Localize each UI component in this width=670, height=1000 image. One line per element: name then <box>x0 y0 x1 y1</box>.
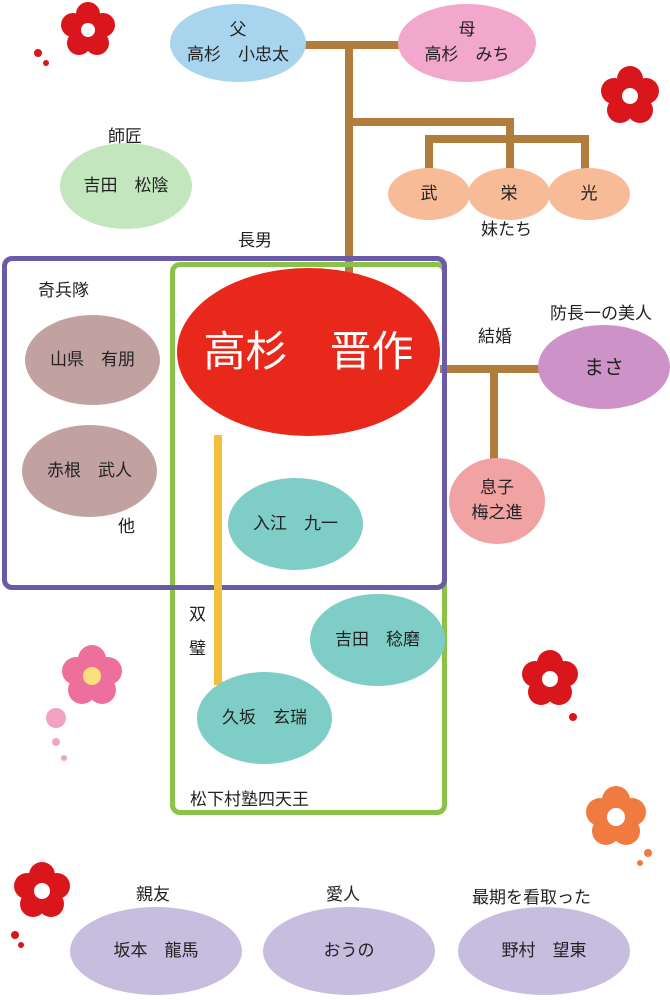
kiheitai-member-node: 赤根 武人 <box>22 425 157 517</box>
kiheitai-member-node: 山県 有朋 <box>25 315 160 405</box>
souheki-caption: 璧 <box>189 639 206 659</box>
sister-node: 栄 <box>468 168 550 220</box>
plum-blossom-icon <box>61 2 115 55</box>
plum-blossom-icon <box>46 645 122 761</box>
lineage-vertical-line <box>345 41 353 275</box>
shitennou-caption: 松下村塾四天王 <box>190 790 309 810</box>
kiheitai-etc-caption: 他 <box>118 517 135 537</box>
father-role: 父 <box>229 20 247 41</box>
father-node: 父 高杉 小忠太 <box>170 4 306 82</box>
kiheitai-caption: 奇兵隊 <box>38 281 89 301</box>
plum-blossom-icon <box>11 862 70 948</box>
sister-drop-line <box>425 135 433 173</box>
sisters-caption: 妹たち <box>481 220 532 240</box>
wife-node: まさ <box>538 325 670 409</box>
bottom-caption: 愛人 <box>326 885 360 905</box>
shitennou-member-node: 久坂 玄瑞 <box>197 672 332 764</box>
eldest-son-caption: 長男 <box>238 231 272 251</box>
plum-blossom-icon <box>601 66 659 123</box>
mother-role: 母 <box>458 20 476 41</box>
mother-name: 高杉 みち <box>424 45 510 65</box>
wife-caption: 防長一の美人 <box>550 304 652 324</box>
teacher-name: 吉田 松陰 <box>83 175 169 196</box>
souheki-caption: 双 <box>189 605 206 625</box>
souheki-line <box>214 435 222 685</box>
mother-node: 母 高杉 みち <box>398 4 536 82</box>
plum-blossom-icon <box>34 49 49 66</box>
sisters-stem-line <box>506 118 514 176</box>
bottom-caption: 親友 <box>136 885 170 905</box>
father-name: 高杉 小忠太 <box>187 45 289 65</box>
sisters-horizontal-line <box>345 118 513 126</box>
wife-name: まさ <box>584 354 624 379</box>
sisters-bar-line <box>425 135 589 143</box>
son-node: 息子 梅之進 <box>449 458 545 544</box>
main-person-node: 高杉 晋作 <box>177 268 440 436</box>
teacher-caption: 師匠 <box>108 127 142 147</box>
plum-blossom-icon <box>586 786 652 866</box>
sister-node: 武 <box>388 168 470 220</box>
bottom-caption: 最期を看取った <box>472 888 591 908</box>
caretaker-node: 野村 望東 <box>458 907 630 995</box>
sister-node: 光 <box>548 168 630 220</box>
lover-node: おうの <box>263 907 435 995</box>
marriage-caption: 結婚 <box>478 327 512 347</box>
teacher-node: 吉田 松陰 <box>60 143 192 229</box>
plum-blossom-icon <box>522 650 578 721</box>
parents-connector-line <box>300 41 412 49</box>
shitennou-member-node: 吉田 稔磨 <box>310 594 445 686</box>
son-line <box>490 365 498 467</box>
sister-drop-line <box>581 135 589 173</box>
kiheitai-group-box <box>2 256 447 590</box>
friend-node: 坂本 龍馬 <box>70 907 242 995</box>
main-person-name: 高杉 晋作 <box>203 326 414 376</box>
shitennou-member-node: 入江 九一 <box>228 478 363 570</box>
